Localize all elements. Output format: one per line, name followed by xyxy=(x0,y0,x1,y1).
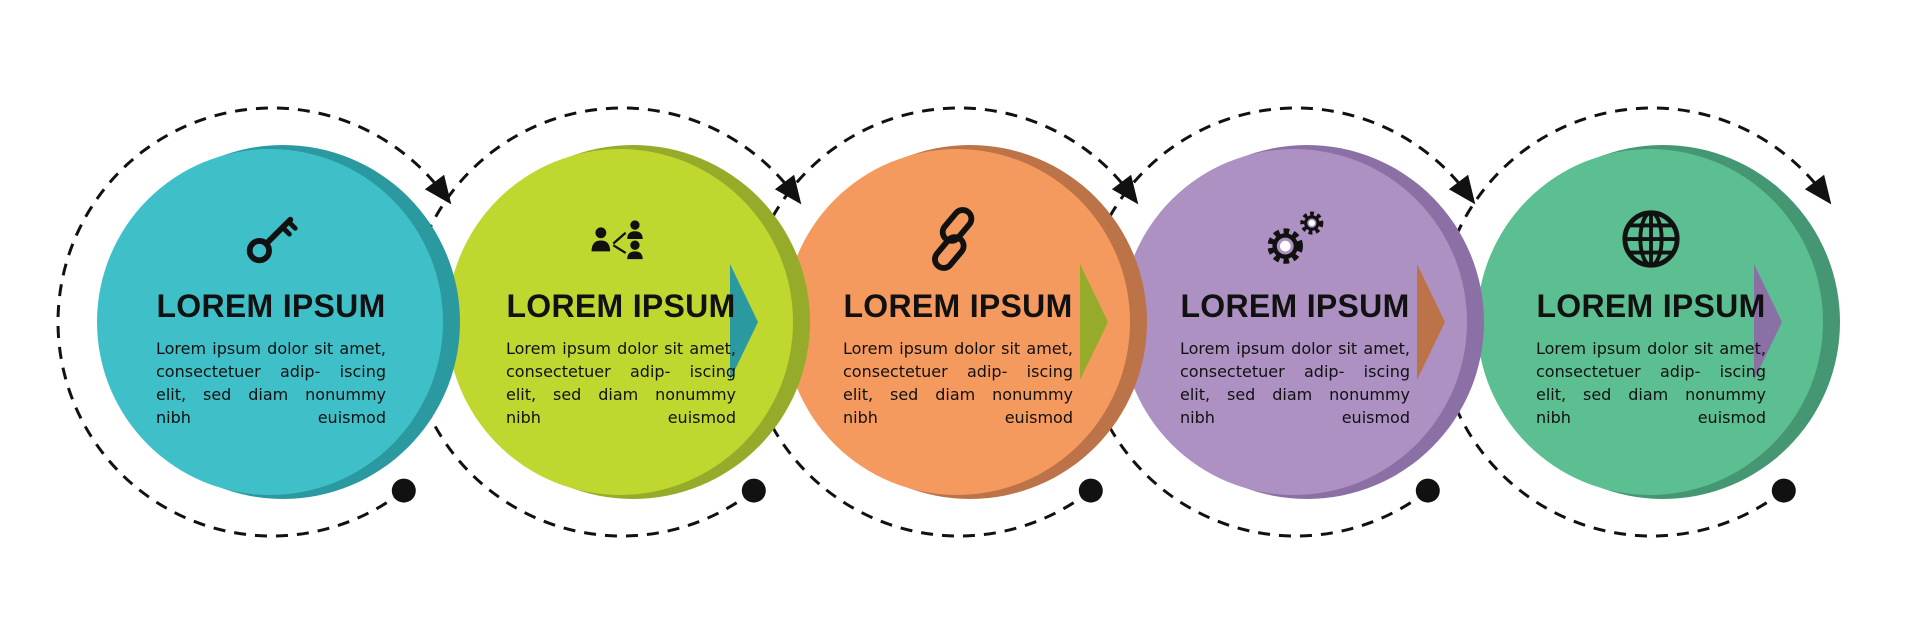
arrowhead-icon xyxy=(774,174,802,205)
step-4: LOREM IPSUM Lorem ipsum dolor sit amet, … xyxy=(1145,180,1445,480)
step-title: LOREM IPSUM xyxy=(1536,288,1766,324)
link-icon xyxy=(923,204,993,274)
step-description: Lorem ipsum dolor sit amet, consectetuer… xyxy=(506,339,736,427)
step-3: LOREM IPSUM Lorem ipsum dolor sit amet, … xyxy=(808,180,1108,480)
pointer-tab xyxy=(730,264,758,380)
step-description: Lorem ipsum dolor sit amet, consectetuer… xyxy=(843,339,1073,427)
step-title: LOREM IPSUM xyxy=(843,288,1073,324)
people-share-icon xyxy=(586,204,656,274)
step-description: Lorem ipsum dolor sit amet, consectetuer… xyxy=(1536,339,1766,427)
step-title: LOREM IPSUM xyxy=(506,288,736,324)
step-2: LOREM IPSUM Lorem ipsum dolor sit amet, … xyxy=(471,180,771,480)
step-circle xyxy=(1121,149,1467,495)
arrowhead-icon xyxy=(1804,174,1832,205)
pointer-tab xyxy=(1417,264,1445,380)
arrowhead-icon xyxy=(424,174,452,205)
step-title: LOREM IPSUM xyxy=(1180,288,1410,324)
step-title: LOREM IPSUM xyxy=(156,288,386,324)
step-circle xyxy=(97,149,443,495)
gears-icon xyxy=(1260,204,1330,274)
globe-icon xyxy=(1616,204,1686,274)
pointer-tab xyxy=(1754,264,1782,380)
arc-end-dot xyxy=(391,478,416,503)
step-circle xyxy=(447,149,793,495)
step-circle xyxy=(784,149,1130,495)
step-1: LOREM IPSUM Lorem ipsum dolor sit amet, … xyxy=(121,180,421,480)
step-description: Lorem ipsum dolor sit amet, consectetuer… xyxy=(1180,339,1410,427)
arrowhead-icon xyxy=(1111,174,1139,205)
arc-end-dot xyxy=(1078,478,1103,503)
step-description: Lorem ipsum dolor sit amet, consectetuer… xyxy=(156,339,386,427)
key-icon xyxy=(236,204,306,274)
arc-end-dot xyxy=(1771,478,1796,503)
pointer-tab xyxy=(1080,264,1108,380)
dashed-arc xyxy=(56,106,445,538)
step-5: LOREM IPSUM Lorem ipsum dolor sit amet, … xyxy=(1501,180,1801,480)
step-circle xyxy=(1477,149,1823,495)
arrowhead-icon xyxy=(1448,174,1476,205)
arc-end-dot xyxy=(1415,478,1440,503)
arc-end-dot xyxy=(741,478,766,503)
